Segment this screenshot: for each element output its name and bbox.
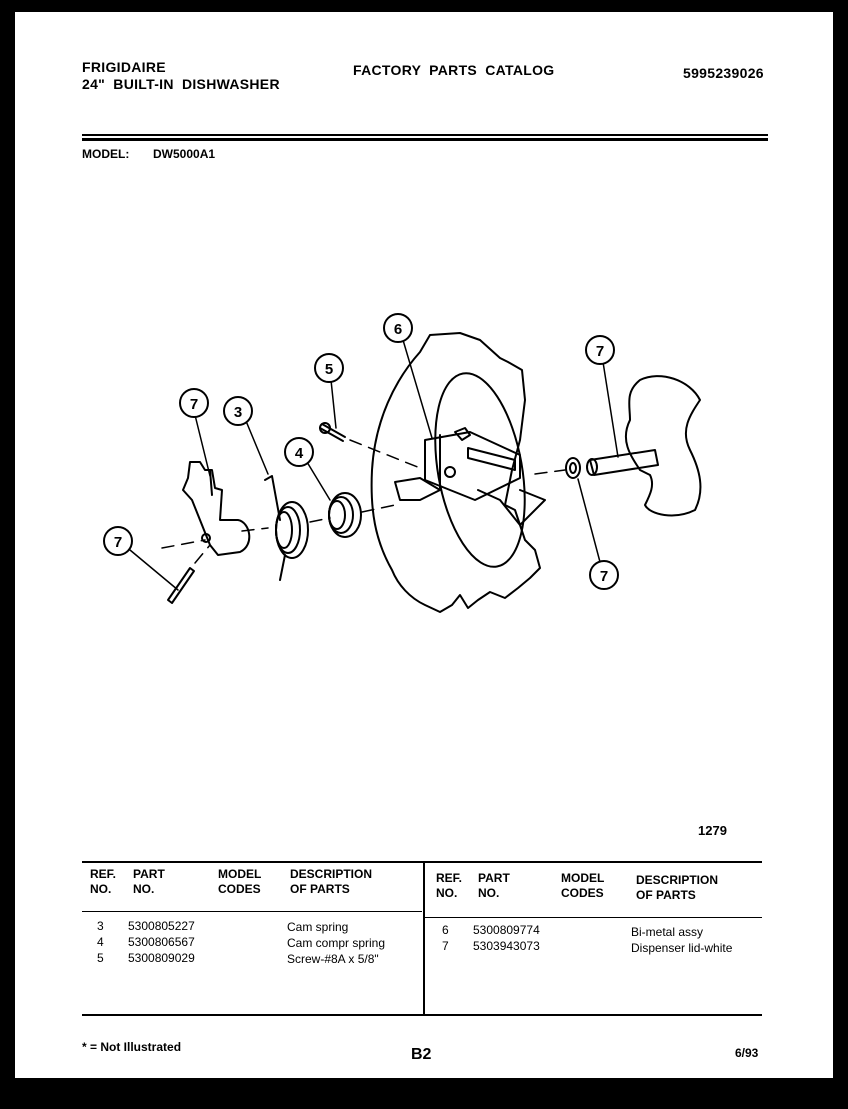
callout-7-pin: 7: [114, 534, 122, 551]
ref-no: 3: [97, 919, 104, 933]
table-row: 3: [97, 918, 104, 934]
revision-date: 6/93: [735, 1046, 759, 1060]
dispenser-lid-outline: [624, 375, 702, 517]
callout-6: 6: [394, 321, 402, 338]
exploded-parts-diagram: 7 3 4 5 6 7 7 7: [103, 313, 702, 613]
ref-no: 7: [442, 939, 449, 953]
part-no: 5300805227: [128, 919, 195, 933]
door-panel-outline: [370, 332, 541, 613]
header-rule-thick: [82, 138, 768, 141]
table-header-rule-right: [425, 917, 762, 918]
part-no: 5303943073: [473, 939, 540, 953]
col-header-ref: REF.NO.: [90, 867, 117, 896]
callout-4: 4: [295, 445, 304, 462]
header-rule: [82, 134, 768, 136]
callout-7-latch: 7: [190, 396, 198, 413]
col-header-ref-right: REF.NO.: [436, 871, 463, 900]
brand-name: FRIGIDAIRE: [82, 59, 166, 75]
ref-no: 6: [442, 923, 449, 937]
not-illustrated-note: * = Not Illustrated: [82, 1040, 182, 1054]
ref-no: 5: [97, 951, 104, 965]
part-description: Cam spring: [287, 920, 349, 934]
document-number: 5995239026: [683, 65, 764, 81]
page-code: B2: [411, 1046, 432, 1063]
table-bottom-rule: [82, 1014, 762, 1016]
table-column-divider: [423, 862, 425, 1014]
callout-5: 5: [325, 361, 333, 378]
ref-no: 4: [97, 935, 104, 949]
catalog-title: FACTORY PARTS CATALOG: [353, 62, 555, 78]
catalog-page: FRIGIDAIRE 24" BUILT-IN DISHWASHER FACTO…: [15, 12, 833, 1078]
part-no: 5300806567: [128, 935, 195, 949]
table-row: 6: [442, 922, 449, 938]
table-header-rule-left: [82, 911, 422, 912]
model-number: DW5000A1: [153, 147, 216, 161]
table-top-rule: [82, 861, 762, 863]
model-label: MODEL:: [82, 147, 130, 161]
table-row: 4: [97, 934, 104, 950]
callout-7-washer: 7: [600, 568, 608, 585]
callout-3: 3: [234, 404, 242, 421]
part-no: 5300809029: [128, 951, 195, 965]
table-row: 7: [442, 938, 449, 954]
product-title: 24" BUILT-IN DISHWASHER: [82, 76, 280, 92]
part-description: Screw-#8A x 5/8": [287, 952, 379, 966]
part-description: Dispenser lid-white: [631, 941, 733, 955]
part-no: 5300809774: [473, 923, 540, 937]
callout-7-shaft: 7: [596, 343, 604, 360]
part-description: Bi-metal assy: [631, 925, 704, 939]
figure-number: 1279: [698, 823, 727, 838]
table-row: 5: [97, 950, 104, 966]
part-description: Cam compr spring: [287, 936, 386, 950]
